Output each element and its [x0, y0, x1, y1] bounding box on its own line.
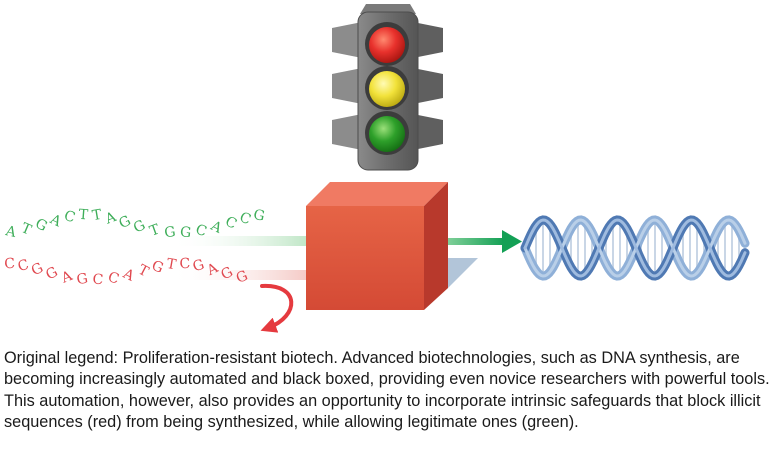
base-letter: A — [47, 211, 65, 231]
base-letter: G — [234, 268, 250, 287]
base-letter: C — [16, 257, 31, 275]
base-letter: T — [78, 207, 89, 224]
base-letter: T — [148, 221, 163, 239]
base-letter: T — [91, 207, 104, 224]
base-letter: C — [237, 209, 253, 228]
traffic-light-icon — [332, 4, 443, 171]
base-letter: C — [4, 256, 16, 273]
base-letter: G — [179, 224, 192, 241]
green-accept-arrow — [448, 230, 522, 253]
base-letter: G — [163, 224, 176, 241]
base-letter: C — [62, 208, 77, 226]
base-letter: T — [165, 256, 178, 273]
base-letter: G — [43, 264, 60, 283]
dna-helix-icon — [520, 215, 750, 281]
red-reject-arrow — [260, 283, 294, 333]
yellow-lamp — [369, 71, 405, 107]
base-letter: G — [252, 207, 266, 225]
red-input-trail — [170, 270, 308, 280]
base-letter: G — [131, 217, 148, 236]
figure-legend: Original legend: Proliferation-resistant… — [4, 349, 770, 432]
base-letter: A — [3, 223, 18, 241]
base-letter: G — [75, 271, 89, 289]
base-letter: G — [149, 258, 165, 277]
helix-strand — [523, 218, 747, 278]
base-letter: C — [193, 222, 208, 241]
base-letter: C — [92, 272, 104, 289]
green-lamp — [369, 116, 405, 152]
base-letter: C — [179, 256, 191, 273]
base-letter: A — [58, 268, 75, 287]
red-lamp — [369, 27, 405, 63]
base-letter: G — [218, 264, 235, 283]
black-box — [306, 182, 478, 310]
base-letter: G — [191, 257, 207, 276]
base-letter: A — [120, 265, 138, 285]
green-input-trail — [170, 236, 308, 246]
base-letter: C — [106, 269, 121, 287]
